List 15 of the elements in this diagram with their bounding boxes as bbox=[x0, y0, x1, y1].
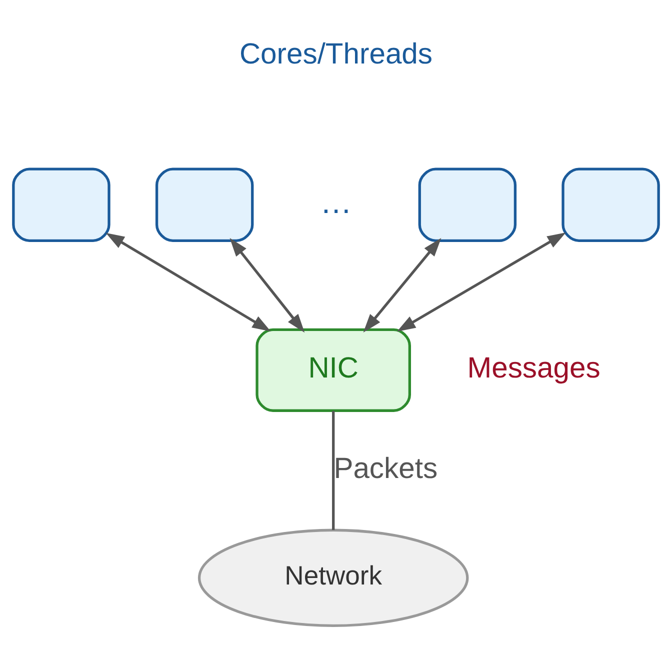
label: … bbox=[320, 184, 352, 220]
connector bbox=[332, 411, 335, 530]
node-box bbox=[562, 168, 660, 242]
node-box: NIC bbox=[256, 328, 411, 412]
arrow bbox=[106, 232, 271, 332]
node-ellipse: Network bbox=[198, 528, 469, 628]
edge-label: Packets bbox=[334, 452, 438, 485]
arrow bbox=[363, 238, 442, 333]
node-box bbox=[12, 168, 110, 242]
label: Cores/Threads bbox=[239, 38, 433, 71]
arrow bbox=[396, 232, 566, 332]
node-box bbox=[155, 168, 254, 242]
arrow bbox=[230, 238, 305, 333]
node-box bbox=[418, 168, 517, 242]
label: Messages bbox=[467, 352, 600, 385]
